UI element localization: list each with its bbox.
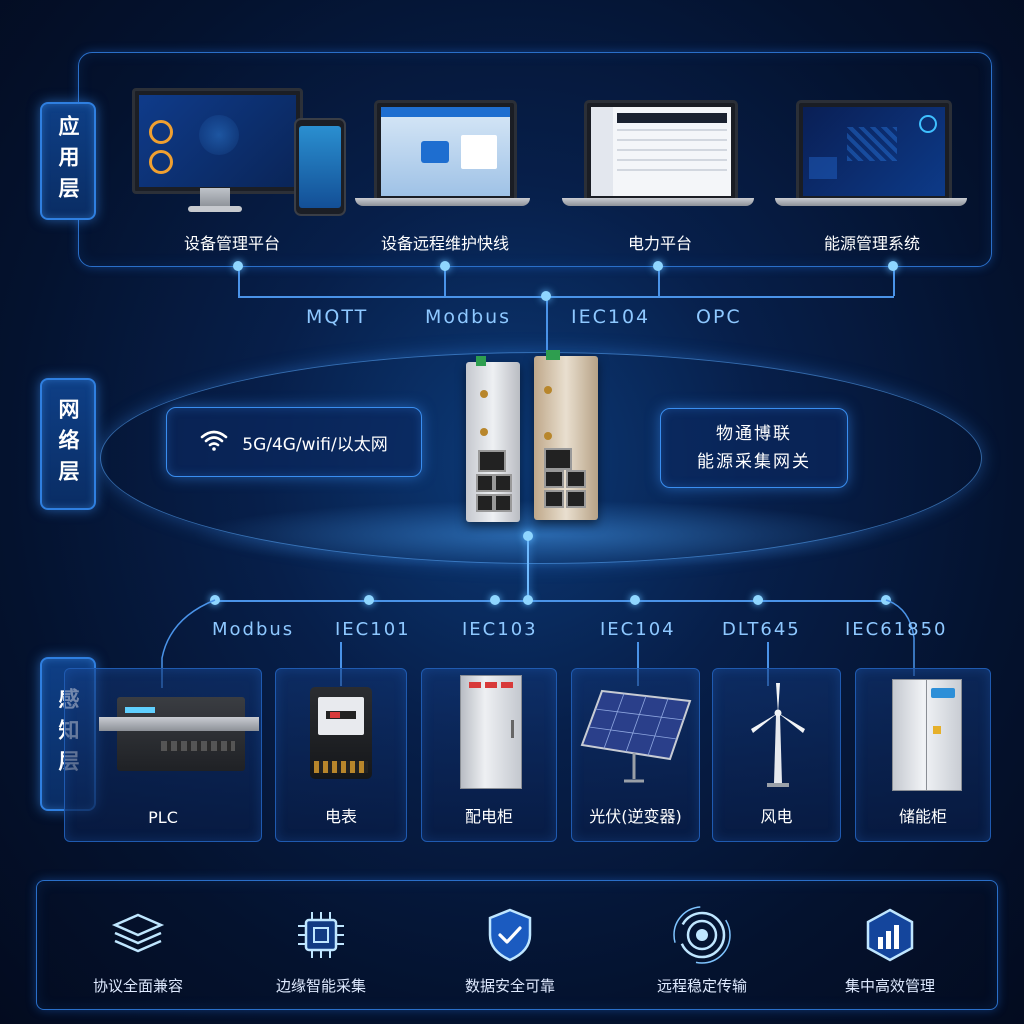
device-card-storage: 储能柜 (855, 668, 991, 842)
chip-icon (291, 905, 351, 965)
plc-rail (99, 717, 259, 731)
perception-node-iec103 (490, 595, 500, 605)
app-protocol-modbus: Modbus (425, 306, 512, 328)
device-label-wind: 风电 (760, 807, 793, 826)
bar-chart-icon (860, 905, 920, 965)
network-layer-tab: 网络层 (40, 378, 96, 510)
device-card-wind: 风电 (712, 668, 841, 842)
gateway-device-right (534, 350, 598, 520)
feature-data-security: 数据安全可靠 (430, 905, 590, 996)
perception-node-center (523, 595, 533, 605)
feature-protocol-compat: 协议全面兼容 (58, 905, 218, 996)
application-layer-tab: 应用层 (40, 102, 96, 220)
gateway-down-line (527, 536, 529, 600)
feature-label-remote: 远程稳定传输 (656, 977, 747, 995)
meter-image (310, 687, 372, 779)
storage-drop-curve (885, 599, 915, 676)
storage-cabinet-image (892, 679, 962, 791)
feature-label-security: 数据安全可靠 (464, 977, 555, 995)
app-drop-3 (658, 266, 660, 296)
dev-protocol-modbus: Modbus (212, 619, 295, 640)
layers-icon (108, 905, 168, 965)
device-label-cabinet: 配电柜 (464, 807, 513, 826)
meter-drop (340, 642, 342, 686)
connectivity-label: 5G/4G/wifi/以太网 (242, 434, 388, 455)
gateway-type: 能源采集网关 (697, 452, 811, 472)
app-bus-node (541, 291, 551, 301)
feature-label-edge: 边缘智能采集 (275, 977, 366, 995)
feature-label-protocol: 协议全面兼容 (92, 977, 183, 995)
device-card-meter: 电表 (275, 668, 407, 842)
plc-image (117, 697, 245, 771)
dev-protocol-iec61850: IEC61850 (845, 619, 948, 640)
app-bus-line (238, 296, 894, 298)
app-node-4 (888, 261, 898, 271)
device-label-pv: 光伏(逆变器) (589, 807, 682, 826)
perception-node-iec104 (630, 595, 640, 605)
app-to-gateway-line (546, 296, 548, 358)
solar-panel-image (580, 689, 692, 783)
device-label-plc: PLC (148, 808, 178, 827)
perception-bus-line (214, 600, 886, 602)
wifi-icon (200, 429, 228, 455)
feature-edge-collect: 边缘智能采集 (241, 905, 401, 996)
perception-node-dlt645 (753, 595, 763, 605)
network-layer-label: 网络层 (56, 397, 80, 491)
connectivity-box: 5G/4G/wifi/以太网 (166, 407, 422, 477)
app-protocol-iec104: IEC104 (571, 306, 651, 328)
shield-check-icon (480, 905, 540, 965)
device-card-plc: PLC (64, 668, 262, 842)
perception-node-iec101 (364, 595, 374, 605)
app-protocol-opc: OPC (696, 306, 742, 328)
device-label-meter: 电表 (324, 807, 357, 826)
app-protocol-mqtt: MQTT (306, 306, 369, 328)
feature-remote-transmit: 远程稳定传输 (622, 905, 782, 996)
signal-icon (672, 905, 732, 965)
application-layer-label: 应用层 (56, 114, 80, 208)
app-drop-2 (444, 266, 446, 296)
gateway-name-box: 物通博联 能源采集网关 (660, 408, 848, 488)
app-node-3 (653, 261, 663, 271)
device-card-cabinet: 配电柜 (421, 668, 557, 842)
feature-label-central: 集中高效管理 (844, 977, 935, 995)
gateway-down-node (523, 531, 533, 541)
device-label-storage: 储能柜 (898, 807, 947, 826)
app-node-1 (233, 261, 243, 271)
features-frame (36, 880, 998, 1010)
gateway-device-left (466, 356, 520, 522)
app-label-energy-management: 能源管理系统 (823, 234, 920, 253)
feature-central-management: 集中高效管理 (810, 905, 970, 996)
plc-drop-curve (161, 599, 216, 688)
app-node-2 (440, 261, 450, 271)
app-label-power-platform: 电力平台 (627, 234, 692, 253)
wind-turbine-image (751, 683, 805, 787)
app-label-device-management: 设备管理平台 (183, 234, 280, 253)
cabinet-image (460, 675, 522, 789)
gateway-brand: 物通博联 (716, 424, 792, 444)
dev-protocol-iec103: IEC103 (462, 619, 538, 640)
pv-drop (637, 642, 639, 686)
network-orbit-ellipse (100, 352, 982, 564)
wind-drop (767, 642, 769, 686)
device-card-pv: 光伏(逆变器) (571, 668, 700, 842)
dev-protocol-iec104: IEC104 (600, 619, 676, 640)
dev-protocol-dlt645: DLT645 (722, 619, 801, 640)
app-label-remote-maintenance: 设备远程维护快线 (380, 234, 509, 253)
dev-protocol-iec101: IEC101 (335, 619, 411, 640)
app-drop-1 (238, 266, 240, 296)
app-drop-4 (893, 266, 895, 296)
